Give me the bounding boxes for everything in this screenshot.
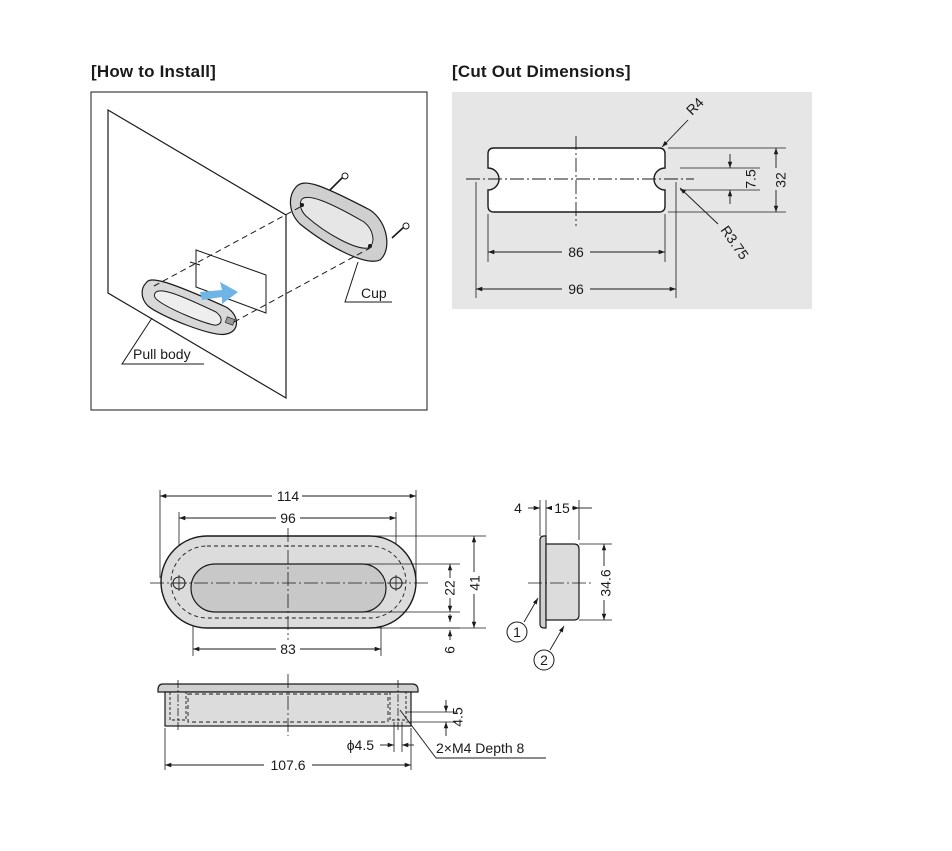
- callout-1: 1: [513, 624, 521, 640]
- install-panel: [90, 91, 428, 411]
- hole-diameter: ϕ4.5: [347, 737, 375, 753]
- body-height: 34.6: [598, 569, 614, 596]
- cup-illustration: [289, 182, 388, 262]
- thread-note: 2×M4 Depth 8: [436, 740, 525, 756]
- side-view: 4 15 34.6 1 2: [506, 500, 614, 671]
- bottom-view: 107.6 ϕ4.5 4.5 2×M4 Depth 8: [157, 674, 546, 773]
- flange-thickness: 4: [514, 500, 522, 516]
- insert-arrow-icon: [200, 282, 238, 304]
- cutout-outer-width: 96: [568, 281, 584, 297]
- cutout-title: [Cut Out Dimensions]: [452, 62, 631, 81]
- screw-icon: [391, 222, 410, 239]
- hole-pitch: 96: [280, 510, 296, 526]
- grip-width: 83: [280, 641, 296, 657]
- cutout-height: 32: [773, 172, 789, 188]
- grip-height: 22: [442, 580, 458, 596]
- install-title: [How to Install]: [91, 62, 217, 81]
- pull-body-label: Pull body: [133, 346, 191, 362]
- callout-2: 2: [540, 652, 548, 668]
- front-view: 114 96 83 41 22 6: [150, 488, 486, 657]
- bottom-offset: 6: [442, 646, 458, 654]
- pull-body-illustration: [141, 279, 238, 336]
- body-length: 107.6: [270, 757, 305, 773]
- cutout-shape: [487, 147, 666, 213]
- cup-label: Cup: [361, 285, 387, 301]
- overall-width: 114: [277, 488, 300, 504]
- overall-height: 41: [467, 575, 483, 591]
- hole-depth: 4.5: [450, 707, 466, 727]
- screw-icon: [329, 172, 349, 191]
- side-depth: 15: [554, 500, 570, 516]
- cutout-panel: 86 96 R4 R3.75 7.5 32: [452, 92, 812, 309]
- cutout-inner-width: 86: [568, 244, 584, 260]
- cutout-notch-height: 7.5: [743, 169, 759, 189]
